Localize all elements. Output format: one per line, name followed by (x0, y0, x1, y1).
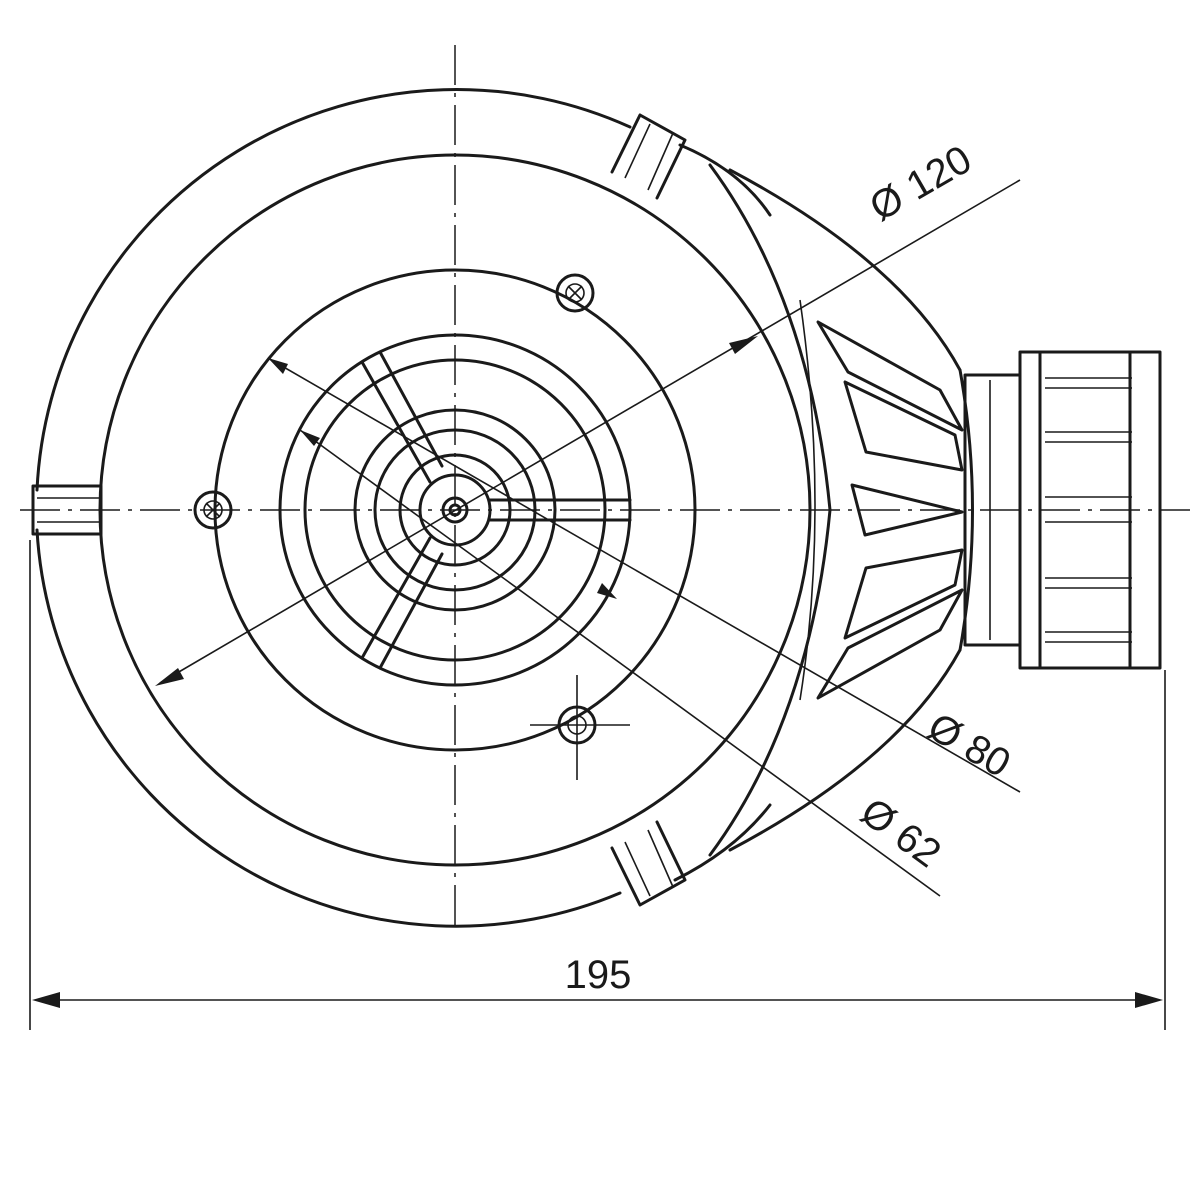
dia-120-label: Ø 120 (863, 137, 979, 230)
center-lines (20, 45, 1190, 930)
cone-fins (816, 320, 964, 700)
overall-width-label: 195 (565, 953, 632, 997)
outer-housing (35, 88, 772, 928)
dia-80-label: Ø 80 (921, 705, 1018, 786)
dimension-lines (29, 179, 1166, 1030)
dimension-labels: 195 Ø 120 Ø 80 Ø 62 (565, 137, 1018, 997)
cable-gland (963, 350, 1162, 670)
main-disc (98, 153, 812, 867)
bottom-clip (610, 820, 687, 907)
screws (193, 273, 630, 780)
top-clip (610, 113, 687, 200)
dia-62-label: Ø 62 (853, 790, 949, 877)
